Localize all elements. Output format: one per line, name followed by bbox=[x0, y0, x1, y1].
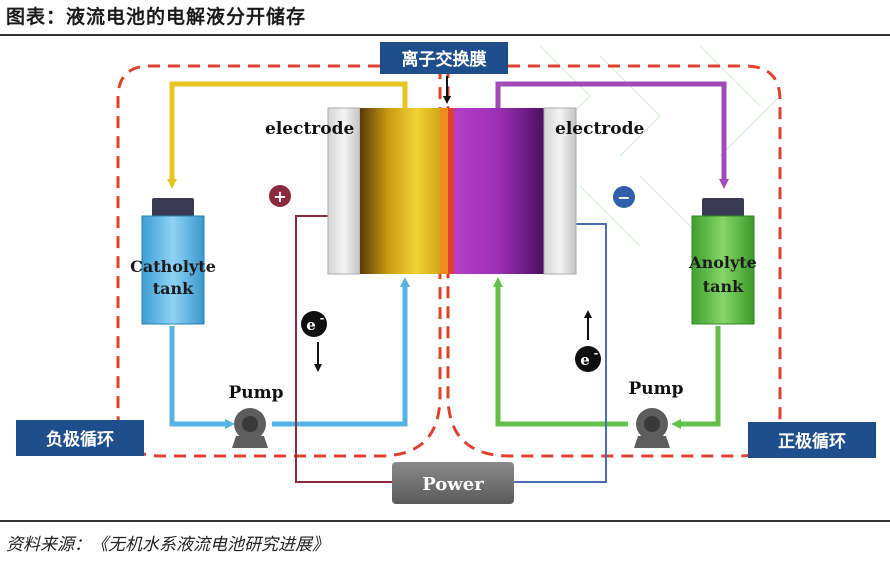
anolyte-tank: Anolyte tank bbox=[688, 198, 757, 325]
membrane-strip-red bbox=[448, 108, 454, 274]
wire-right bbox=[514, 223, 607, 483]
power-box bbox=[392, 462, 514, 504]
power-label: Power bbox=[422, 474, 484, 495]
green-flow-line bbox=[671, 326, 721, 429]
pump-label-left: Pump bbox=[228, 383, 283, 403]
catholyte-tank: Catholyte tank bbox=[130, 198, 216, 325]
minus-sign: − bbox=[617, 188, 630, 207]
catholyte-label-2: tank bbox=[153, 279, 194, 298]
membrane-label: 离子交换膜 bbox=[402, 49, 487, 70]
plus-sign: + bbox=[273, 187, 286, 206]
electron-left-icon: e - bbox=[301, 311, 327, 337]
pump-right-icon bbox=[634, 408, 670, 448]
figure-title: 图表：液流电池的电解液分开储存 bbox=[6, 6, 307, 28]
flow-battery-diagram: 离子交换膜 electrode electrode + − Catholyte … bbox=[16, 42, 876, 504]
electron-left-sup: - bbox=[320, 312, 325, 325]
electrode-label-right: electrode bbox=[555, 119, 644, 139]
electron-right-icon: e - bbox=[575, 346, 601, 372]
anolyte-label-2: tank bbox=[703, 277, 744, 296]
negative-terminal-icon bbox=[613, 186, 635, 208]
pump-left-icon bbox=[232, 408, 268, 448]
neg-cycle-label: 负极循环 bbox=[46, 429, 114, 450]
background-lines bbox=[539, 45, 781, 247]
wire-left bbox=[295, 215, 392, 483]
purple-flow-line bbox=[495, 81, 729, 189]
right-electrode-plate bbox=[543, 107, 577, 275]
pos-cycle-box bbox=[748, 422, 876, 458]
purple-electrolyte bbox=[454, 108, 544, 274]
pos-cycle-label: 正极循环 bbox=[778, 431, 846, 452]
yellow-electrolyte bbox=[360, 108, 440, 274]
green-flow-line-2 bbox=[493, 277, 628, 427]
top-rule bbox=[0, 34, 890, 36]
electron-left-label: e bbox=[306, 316, 316, 334]
electrode-label-left: electrode bbox=[265, 119, 354, 139]
electron-right-label: e bbox=[580, 351, 590, 369]
neg-cycle-box bbox=[16, 420, 144, 456]
membrane-strip-orange bbox=[440, 108, 448, 274]
yellow-flow-line bbox=[167, 81, 408, 189]
blue-flow-line bbox=[169, 326, 235, 429]
cell-stack bbox=[327, 107, 577, 275]
membrane-label-box bbox=[380, 42, 508, 74]
electron-right-sup: - bbox=[594, 347, 599, 360]
bottom-rule bbox=[0, 520, 890, 522]
anolyte-label-1: Anolyte bbox=[688, 253, 757, 272]
left-electrode-plate bbox=[327, 107, 361, 275]
pump-label-right: Pump bbox=[628, 379, 683, 399]
positive-terminal-icon bbox=[269, 185, 291, 207]
source-note: 资料来源：《无机水系液流电池研究进展》 bbox=[6, 535, 329, 555]
blue-flow-line-2 bbox=[272, 277, 410, 427]
catholyte-label-1: Catholyte bbox=[130, 257, 216, 276]
